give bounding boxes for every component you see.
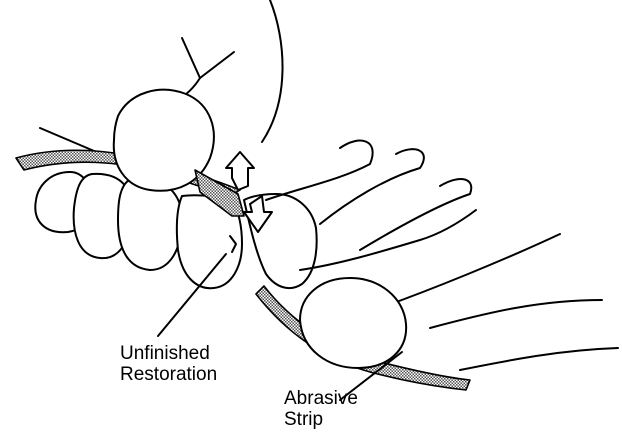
right-thumb <box>300 278 406 368</box>
restoration-label-line2: Restoration <box>120 364 217 385</box>
abrasive-strip-label: Abrasive Strip <box>284 388 358 430</box>
restoration-label-line1: Unfinished <box>120 343 217 364</box>
strip-label-line2: Strip <box>284 409 358 430</box>
up-arrow-icon <box>226 152 254 190</box>
unfinished-restoration-label: Unfinished Restoration <box>120 343 217 385</box>
strip-label-line1: Abrasive <box>284 388 358 409</box>
